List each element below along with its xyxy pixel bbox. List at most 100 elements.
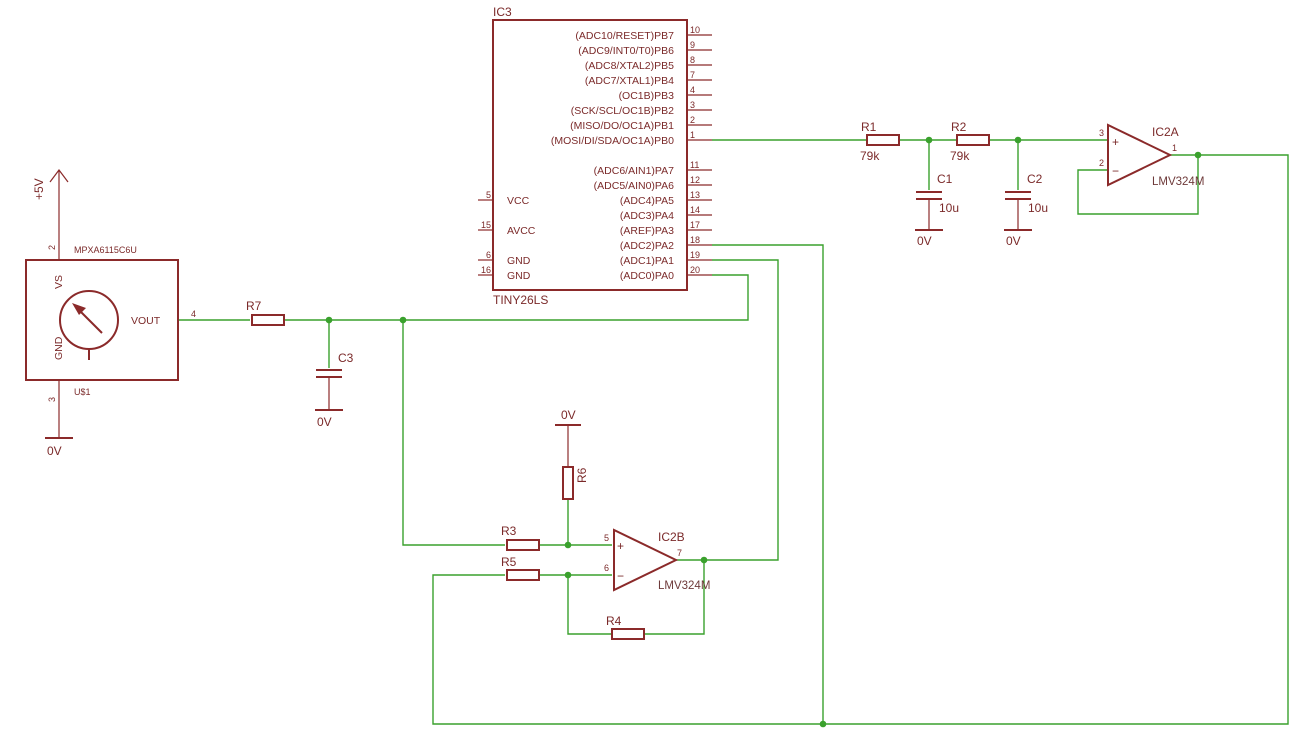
plus-sign: + bbox=[617, 539, 624, 553]
resistor-ref: R3 bbox=[501, 524, 517, 538]
opamp-ref: IC2A bbox=[1152, 125, 1179, 139]
supply-arrow-icon bbox=[49, 169, 69, 183]
mcu-pin-row[interactable]: 14(ADC3)PA4 bbox=[620, 205, 712, 222]
mcu-pin-row[interactable]: 7 (ADC7/XTAL1)PB4 bbox=[585, 70, 712, 87]
pin-label: (ADC1)PA1 bbox=[620, 255, 674, 267]
capacitor-c1[interactable]: C1 10u 0V bbox=[915, 172, 959, 248]
pin-label: (ADC5/AIN0)PA6 bbox=[594, 180, 674, 192]
resistor-r5[interactable]: R5 bbox=[501, 555, 540, 581]
resistor-r6[interactable]: 0V R6 bbox=[555, 408, 589, 500]
pin-number: 3 bbox=[47, 397, 57, 402]
resistor-r1[interactable]: R1 79k bbox=[860, 120, 900, 163]
mcu-pin-row[interactable]: 17(AREF)PA3 bbox=[620, 220, 712, 237]
resistor-value: 79k bbox=[950, 149, 970, 163]
resistor-ref: R2 bbox=[951, 120, 967, 134]
pin-label: (MOSI/DI/SDA/OC1A)PB0 bbox=[551, 135, 674, 147]
pin-label: (ADC8/XTAL2)PB5 bbox=[585, 60, 674, 72]
pin-label: GND bbox=[507, 270, 531, 282]
pin-number: 19 bbox=[690, 250, 700, 260]
mcu-pin-row[interactable]: 19 (ADC1)PA1 bbox=[620, 250, 712, 267]
capacitor-c3[interactable]: C3 0V bbox=[315, 351, 354, 429]
resistor-value: 79k bbox=[860, 149, 880, 163]
pin-number: 7 bbox=[690, 70, 695, 80]
pin-number: 6 bbox=[604, 563, 609, 573]
sensor-part: MPXA6115C6U bbox=[74, 245, 137, 255]
opamp-ic2a[interactable]: + − 3 2 1 IC2A LMV324M bbox=[1099, 123, 1204, 188]
opamp-ic2b[interactable]: + − 5 6 7 IC2B LMV324M bbox=[604, 528, 710, 592]
ground-label: 0V bbox=[47, 444, 62, 458]
ground-label: 0V bbox=[917, 234, 932, 248]
pin-number: 16 bbox=[481, 265, 491, 275]
mcu-ref: IC3 bbox=[493, 5, 512, 19]
pin-label: (ADC9/INT0/T0)PB6 bbox=[578, 45, 674, 57]
pin-number: 12 bbox=[690, 175, 700, 185]
pin-number: 18 bbox=[690, 235, 700, 245]
resistor-r2[interactable]: R2 79k bbox=[950, 120, 990, 163]
resistor-ref: R6 bbox=[575, 467, 589, 483]
microcontroller-ic3[interactable]: IC3 TINY26LS 10(ADC10/RESET)PB79(ADC9/IN… bbox=[478, 5, 712, 307]
pin-number: 8 bbox=[690, 55, 695, 65]
opamp-ref: IC2B bbox=[658, 530, 685, 544]
mcu-pin-row[interactable]: 11(ADC6/AIN1)PA7 bbox=[594, 160, 712, 177]
mcu-pin-row[interactable]: 13(ADC4)PA5 bbox=[620, 190, 712, 207]
pin-number: 5 bbox=[604, 533, 609, 543]
ground-label: 0V bbox=[317, 415, 332, 429]
mcu-pin-row[interactable]: 10(ADC10/RESET)PB7 bbox=[575, 25, 712, 42]
mcu-pin-row[interactable]: 9(ADC9/INT0/T0)PB6 bbox=[578, 40, 712, 57]
opamp-triangle-icon bbox=[1107, 123, 1173, 187]
ground-label: 0V bbox=[1006, 234, 1021, 248]
resistor-ref: R1 bbox=[861, 120, 877, 134]
junction-dot bbox=[1194, 151, 1202, 159]
junctions bbox=[325, 136, 1202, 728]
junction-dot bbox=[564, 571, 572, 579]
pin-number: 6 bbox=[486, 250, 491, 260]
pin-label: (ADC4)PA5 bbox=[620, 195, 674, 207]
mcu-pin-row[interactable]: 8 (ADC8/XTAL2)PB5 bbox=[585, 55, 712, 72]
mcu-pin-row[interactable]: 20(ADC0)PA0 bbox=[620, 265, 712, 282]
pin-label: (ADC10/RESET)PB7 bbox=[575, 30, 674, 42]
mcu-body bbox=[492, 19, 688, 291]
vs-label: VS bbox=[53, 275, 65, 289]
pressure-gauge-icon bbox=[59, 290, 119, 360]
junction-dot bbox=[399, 316, 407, 324]
supply-label: +5V bbox=[32, 178, 46, 200]
pin-number: 2 bbox=[47, 245, 57, 250]
pin-label: VCC bbox=[507, 195, 530, 207]
pin-label: (OC1B)PB3 bbox=[619, 90, 675, 102]
mcu-pin-row[interactable]: 2(MISO/DO/OC1A)PB1 bbox=[570, 115, 712, 132]
pin-label: (ADC7/XTAL1)PB4 bbox=[585, 75, 674, 87]
resistor-r3[interactable]: R3 bbox=[501, 524, 540, 551]
pin-number: 1 bbox=[1172, 143, 1177, 153]
resistor-ref: R7 bbox=[246, 299, 262, 313]
mcu-pin-row[interactable]: 12 (ADC5/AIN0)PA6 bbox=[594, 175, 712, 192]
capacitor-value: 10u bbox=[1028, 201, 1048, 215]
plus-sign: + bbox=[1112, 135, 1119, 149]
mcu-pin-row[interactable]: 3(SCK/SCL/OC1B)PB2 bbox=[571, 100, 712, 117]
mcu-pin-row[interactable]: 18 (ADC2)PA2 bbox=[620, 235, 712, 252]
capacitor-c2[interactable]: C2 10u 0V bbox=[1004, 172, 1048, 248]
capacitor-ref: C2 bbox=[1027, 172, 1043, 186]
wires bbox=[178, 139, 1289, 725]
sensor-body bbox=[25, 259, 179, 381]
pin-label: (ADC6/AIN1)PA7 bbox=[594, 165, 674, 177]
pin-number: 14 bbox=[690, 205, 700, 215]
resistor-r4[interactable]: R4 bbox=[606, 614, 645, 640]
pin-label: (SCK/SCL/OC1B)PB2 bbox=[571, 105, 674, 117]
pin-number: 2 bbox=[690, 115, 695, 125]
mcu-pin-row[interactable]: 1(MOSI/DI/SDA/OC1A)PB0 bbox=[551, 130, 712, 147]
mcu-pin-row[interactable]: 4(OC1B)PB3 bbox=[619, 85, 712, 102]
pin-label: (ADC2)PA2 bbox=[620, 240, 674, 252]
pressure-sensor[interactable]: +5V 2 MPXA6115C6U VS GND VOUT 4 3 U$1 0V bbox=[25, 169, 196, 458]
resistor-r7[interactable]: R7 bbox=[246, 299, 285, 326]
ground-label: 0V bbox=[561, 408, 576, 422]
junction-dot bbox=[325, 316, 333, 324]
resistor-ref: R5 bbox=[501, 555, 517, 569]
pin-number: 4 bbox=[191, 309, 196, 319]
junction-dot bbox=[564, 541, 572, 549]
